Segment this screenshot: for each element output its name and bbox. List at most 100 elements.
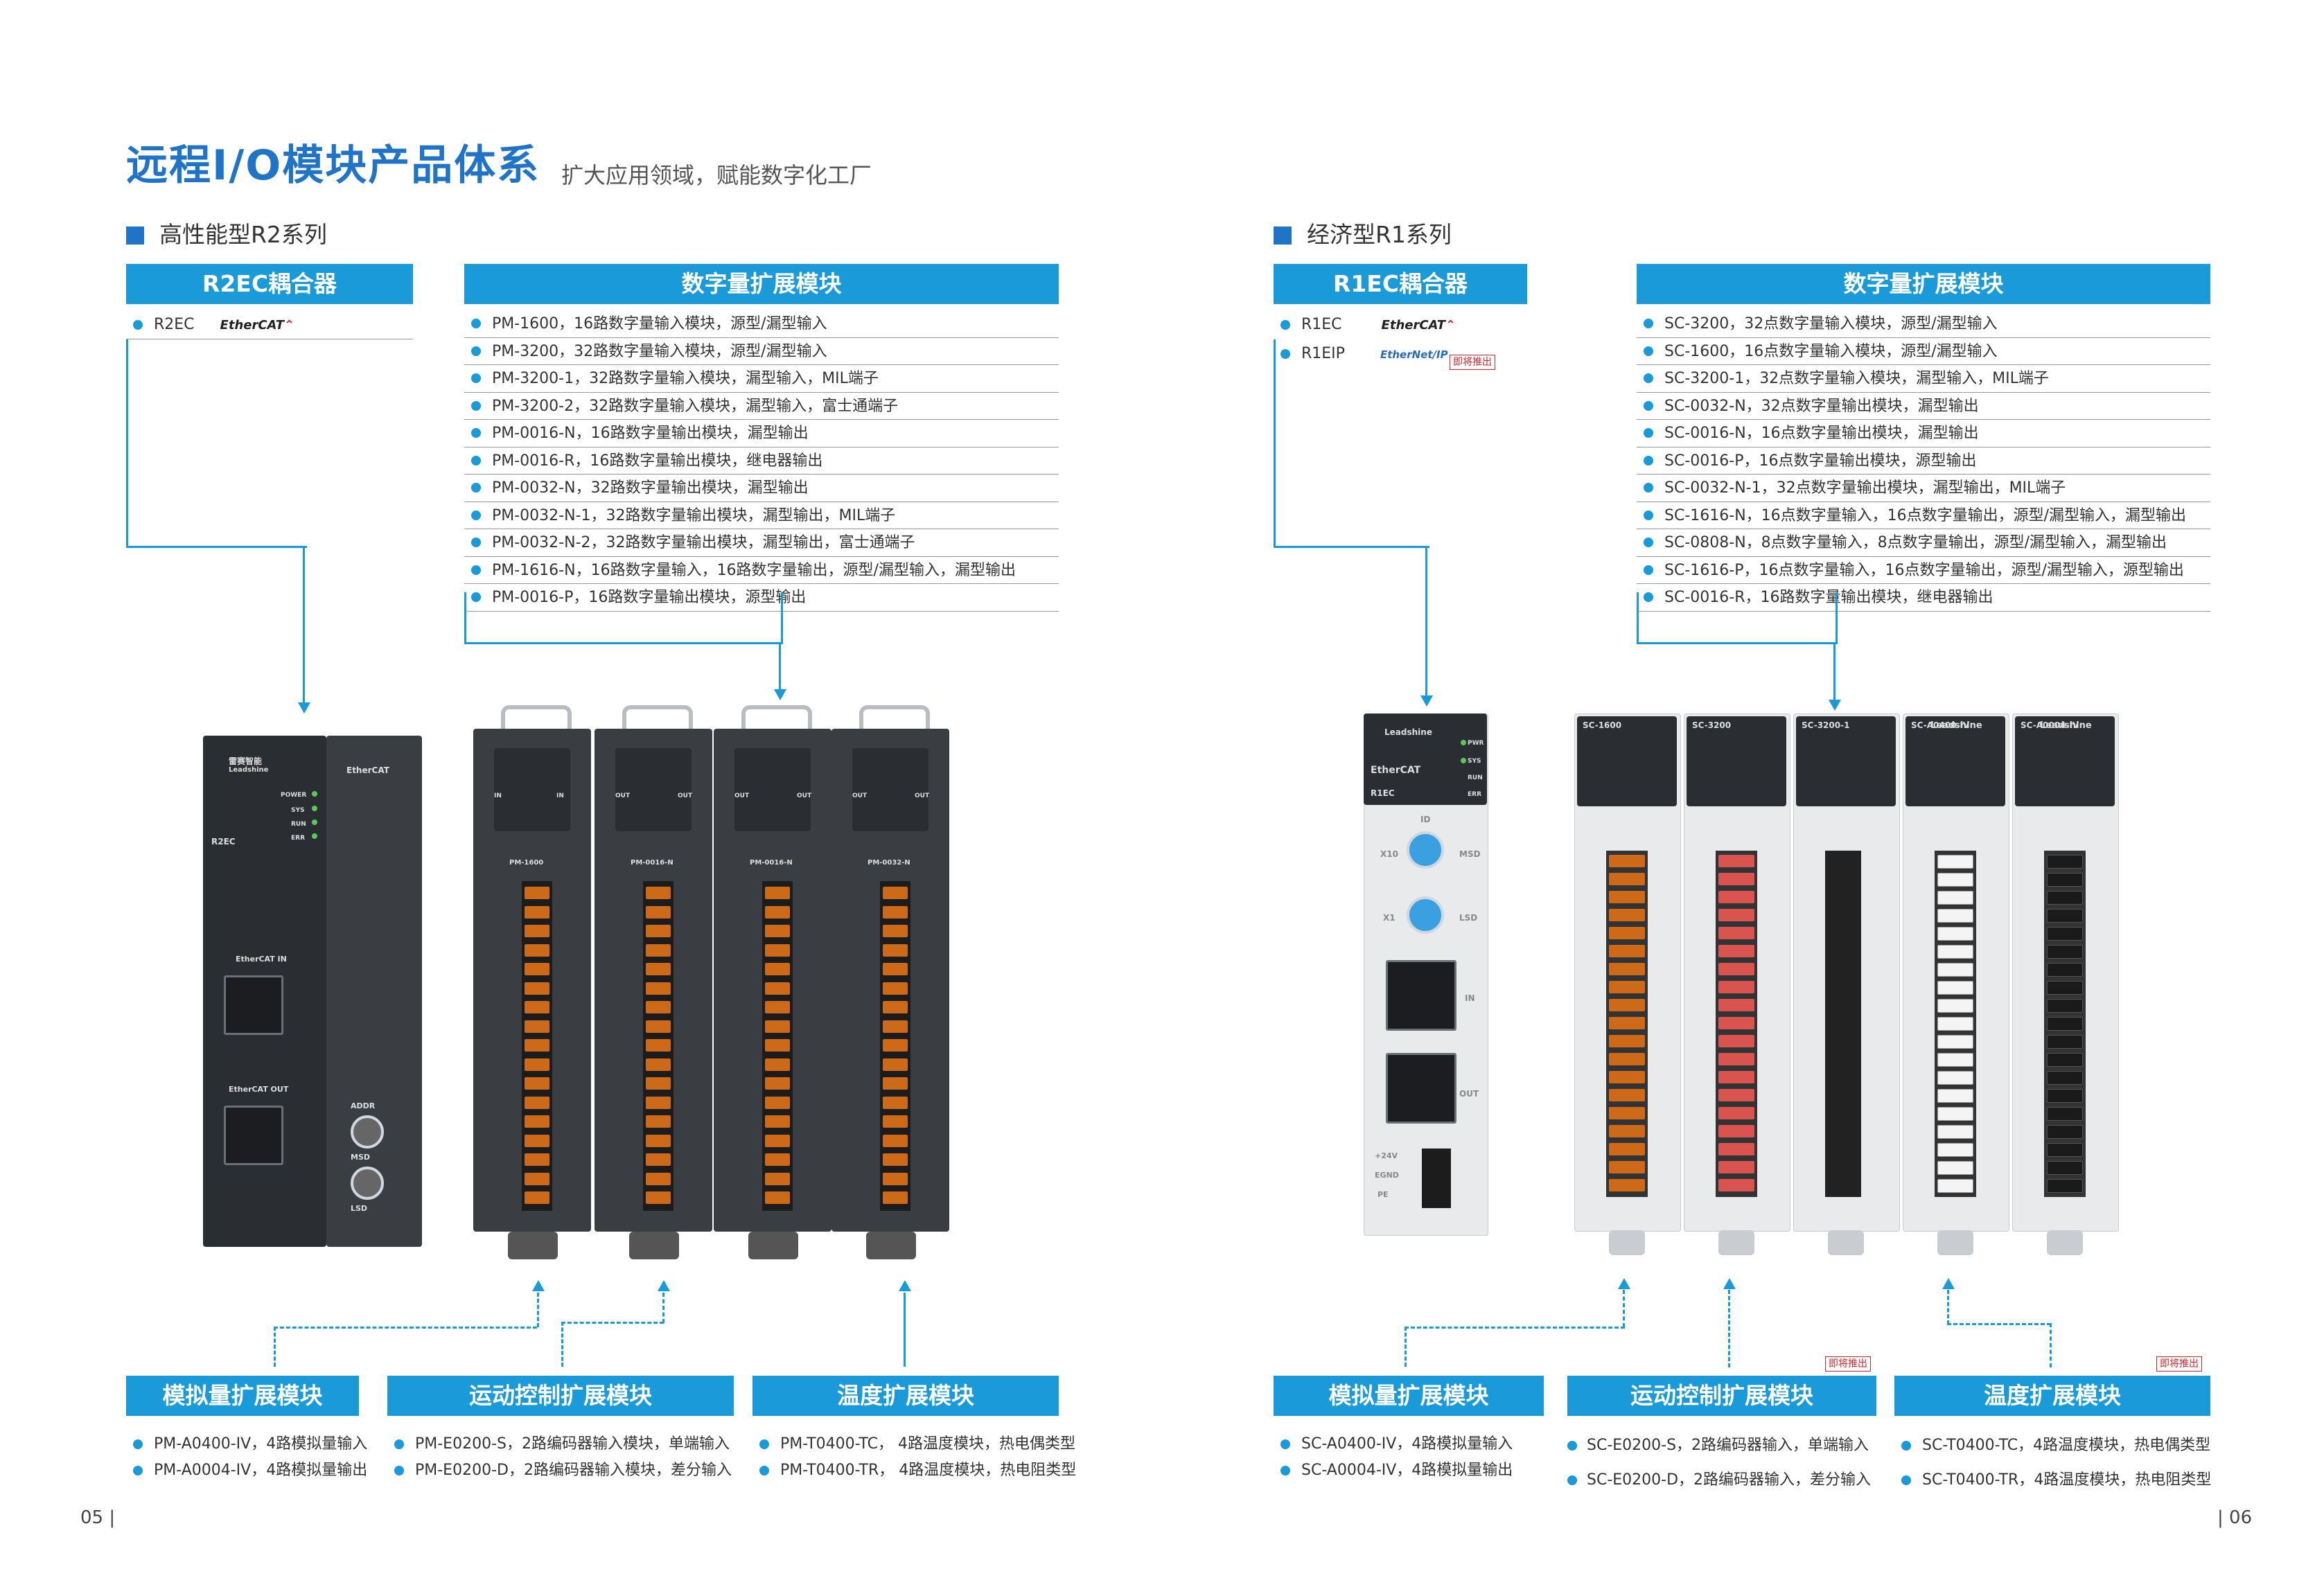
terminal-pin-icon <box>883 925 908 937</box>
left-digital-header: 数字量扩展模块 <box>464 264 1059 304</box>
list-item: PM-E0200-D，2路编码器输入模块，差分输入 <box>387 1457 734 1484</box>
device-brand: Leadshine <box>1384 727 1432 737</box>
mount-foot-icon <box>866 1232 916 1259</box>
terminal-pin-icon <box>883 1191 908 1204</box>
terminal-pin-icon <box>883 887 908 899</box>
led-label: RUN <box>1468 774 1483 781</box>
bullet-icon <box>1567 1441 1577 1451</box>
terminal-pin-icon <box>646 1020 671 1033</box>
list-item: SC-A0004-IV，4路模拟量输出 <box>1274 1457 1544 1484</box>
module-model: PM-1600 <box>509 859 544 867</box>
terminal-pin-icon <box>525 887 549 899</box>
list-item: PM-E0200-S，2路编码器输入模块，单端输入 <box>387 1431 734 1457</box>
bullet-icon <box>133 319 143 330</box>
device-model: R1EC <box>1371 788 1395 798</box>
coupler-label: OUT <box>1459 1089 1479 1099</box>
terminal-pin-icon <box>883 1153 908 1166</box>
mount-foot-icon <box>508 1232 558 1259</box>
bullet-icon <box>1644 373 1653 384</box>
r1ec-coupler-top <box>1364 713 1487 805</box>
terminal-pin-icon <box>1937 1161 1973 1175</box>
mount-foot-icon <box>629 1232 679 1259</box>
list-item: SC-3200-1，32点数字量输入模块，漏型输入，MIL端子 <box>1637 365 2210 393</box>
terminal-pin-icon <box>646 1001 671 1013</box>
terminal-pin-icon <box>646 1153 671 1166</box>
coupler-label: IN <box>1465 993 1475 1003</box>
terminal-pin-icon <box>646 905 671 919</box>
terminal-pin-icon <box>1609 945 1645 957</box>
terminal-pin-icon <box>765 905 790 919</box>
terminal-pin-icon <box>2047 1089 2083 1103</box>
terminal-block-icon <box>762 881 793 1211</box>
bullet-icon <box>133 1466 143 1475</box>
connector-line <box>1637 592 1838 644</box>
terminal-pin-icon <box>1718 999 1754 1011</box>
led-window <box>852 748 928 831</box>
terminal-pin-icon <box>525 1115 549 1128</box>
terminal-pin-icon <box>883 1134 908 1147</box>
bullet-icon <box>471 483 481 493</box>
terminal-pin-icon <box>525 1172 549 1185</box>
terminal-pin-icon <box>765 1191 790 1204</box>
led-icon <box>1461 740 1466 745</box>
r2ec-coupler-list: R2EC EtherCAT⌃ <box>126 310 413 339</box>
terminal-pin-icon <box>646 925 671 937</box>
terminal-pin-icon <box>1937 945 1973 959</box>
led-label: ERR <box>291 835 306 842</box>
module-brand: Leadshine <box>2040 720 2092 731</box>
terminal-pin-icon <box>1718 963 1754 975</box>
terminal-pin-icon <box>646 1115 671 1128</box>
bullet-icon <box>1644 319 1653 329</box>
terminal-pin-icon <box>1718 1089 1754 1101</box>
module-io-label: IN <box>556 792 564 799</box>
module-top-window <box>1687 716 1786 806</box>
dashed-connector <box>1728 1290 1730 1367</box>
terminal-pin-icon <box>765 982 790 995</box>
terminal-pin-icon <box>1718 1179 1754 1191</box>
list-item: PM-A0004-IV，4路模拟量输出 <box>126 1457 367 1484</box>
terminal-pin-icon <box>1937 1143 1973 1157</box>
terminal-pin-icon <box>646 1039 671 1052</box>
terminal-pin-icon <box>2047 1179 2083 1193</box>
module-top-window <box>1905 716 2005 806</box>
arrow-down-icon <box>298 702 310 713</box>
device-brand: 雷赛智能 <box>229 756 263 766</box>
list-item: R2EC EtherCAT⌃ <box>126 310 413 339</box>
page-subtitle: 扩大应用领域，赋能数字化工厂 <box>561 162 872 188</box>
bullet-icon <box>759 1439 769 1449</box>
connector-line <box>126 339 307 548</box>
terminal-pin-icon <box>525 943 549 957</box>
connector-line <box>779 642 781 692</box>
module-model: SC-A0004-IV <box>2021 720 2079 730</box>
left-temp-header: 温度扩展模块 <box>752 1376 1059 1416</box>
terminal-pin-icon <box>883 943 908 957</box>
coupler-label: X1 <box>1383 913 1396 923</box>
section-label: 经济型R1系列 <box>1307 221 1452 248</box>
list-item: SC-0016-R，16路数字量输出模块，继电器输出 <box>1637 584 2210 612</box>
terminal-pin-icon <box>1937 927 1973 941</box>
terminal-pin-icon <box>1937 981 1973 995</box>
terminal-pin-icon <box>1937 999 1973 1013</box>
r2ec-coupler-header: R2EC耦合器 <box>126 264 413 304</box>
list-item: PM-T0400-TR， 4路温度模块，热电阻类型 <box>752 1457 1076 1484</box>
module-io-label: OUT <box>852 792 868 799</box>
terminal-pin-icon <box>1718 909 1754 921</box>
rj45-port-icon <box>1386 1053 1456 1124</box>
connector-line <box>1425 546 1427 704</box>
dashed-connector <box>274 1327 537 1329</box>
rotary-switch-icon <box>351 1115 384 1149</box>
led-icon <box>312 819 317 825</box>
terminal-pin-icon <box>2047 873 2083 887</box>
led-label: PWR <box>1468 740 1484 747</box>
list-item: PM-0016-N，16路数字量输出模块，漏型输出 <box>464 420 1059 447</box>
module-brand: Leadshine <box>1930 720 1982 731</box>
terminal-pin-icon <box>2047 909 2083 923</box>
terminal-block-icon <box>1825 851 1861 1197</box>
module-io-label: OUT <box>915 792 930 799</box>
terminal-pin-icon <box>1609 1107 1645 1119</box>
left-analog-list: PM-A0400-IV，4路模拟量输入 PM-A0004-IV，4路模拟量输出 <box>126 1431 367 1484</box>
arrow-up-icon <box>658 1280 670 1291</box>
coming-soon-badge: 即将推出 <box>2156 1356 2202 1372</box>
list-item: PM-0016-R，16路数字量输出模块，继电器输出 <box>464 447 1059 475</box>
